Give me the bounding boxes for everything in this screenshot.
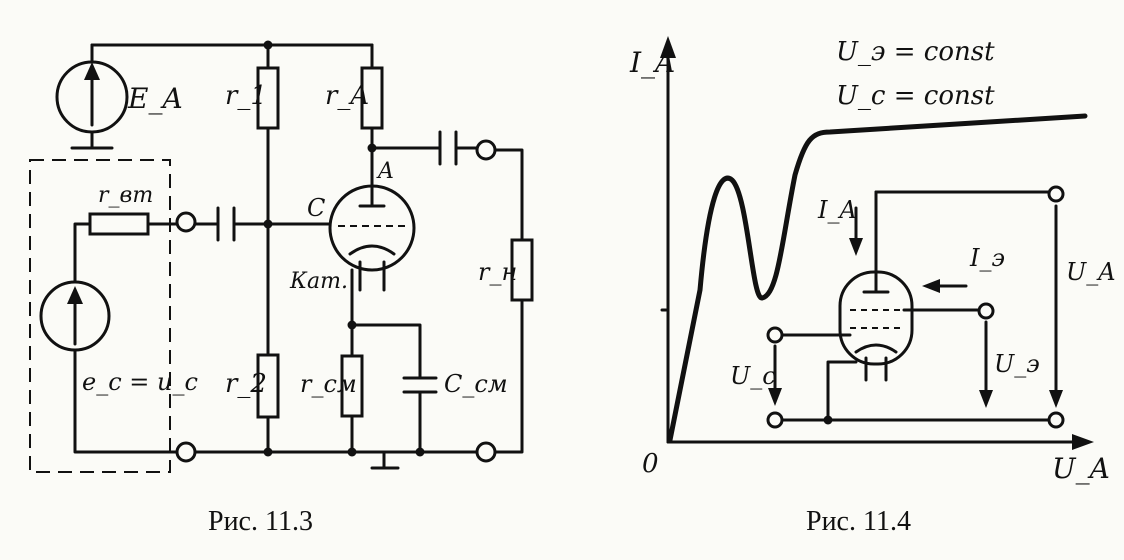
ground-node-1	[263, 447, 273, 457]
ue-arrow-head	[979, 390, 993, 408]
input-terminal-top	[175, 211, 197, 233]
grid-label: C	[307, 194, 325, 222]
inset-grid-terminal	[766, 326, 784, 344]
signal-arrow-head	[67, 286, 83, 304]
anode-source-arrow-head	[84, 62, 100, 80]
inset-anode-terminal	[1047, 185, 1065, 203]
output-capacitor	[438, 130, 458, 166]
inset-common-terminal-right	[1047, 411, 1065, 429]
triode-tube	[328, 176, 416, 322]
ea-leads	[70, 43, 114, 150]
rn-label: r_н	[478, 258, 517, 286]
ue-label: U_э	[994, 350, 1040, 378]
csm-capacitor	[402, 376, 438, 394]
ua-arrow-head	[1049, 390, 1063, 408]
input-capacitor	[216, 206, 236, 242]
uc-arrow-head	[768, 388, 782, 406]
x-axis-arrow	[1072, 434, 1094, 450]
r2-resistor	[256, 353, 280, 419]
emf-label: e_c = u_c	[82, 368, 198, 396]
characteristic-figure: I_A U_A 0 U_э = const U_c = const I_A	[629, 36, 1116, 537]
signal-source-box	[29, 159, 171, 473]
fig3-caption: Рис. 11.3	[208, 506, 313, 537]
load-resistor	[510, 238, 534, 302]
inset-cathode-wire	[826, 360, 858, 422]
ground-node-2	[347, 447, 357, 457]
ground-symbol	[370, 450, 400, 470]
anode-label: A	[376, 159, 394, 184]
output-terminal-top	[475, 139, 497, 161]
rvt-label: r_вт	[98, 183, 153, 208]
csm-label: C_см	[444, 370, 508, 398]
ground-node-3	[415, 447, 425, 457]
r1-resistor	[256, 66, 280, 130]
load-wire	[493, 148, 524, 454]
ie-arrow-head	[922, 279, 940, 293]
inset-common-terminal-left	[766, 411, 784, 429]
x-axis-label: U_A	[1052, 452, 1110, 485]
cathode-node	[347, 320, 357, 330]
characteristic-curve	[667, 113, 1088, 443]
inset-screen-terminal	[977, 302, 995, 320]
ua-label: U_A	[1066, 258, 1116, 286]
ra-resistor	[360, 66, 384, 130]
origin-label: 0	[642, 449, 659, 479]
rvt-resistor	[88, 212, 150, 236]
ie-label: I_э	[969, 244, 1005, 272]
fig4-caption: Рис. 11.4	[806, 506, 911, 537]
ia-label: I_A	[817, 196, 857, 224]
ra-label: r_A	[325, 81, 369, 111]
y-axis-label: I_A	[629, 46, 675, 79]
cathode-network-wire	[350, 318, 422, 454]
source-wire-bottom	[73, 348, 178, 454]
ea-label: E_A	[127, 82, 183, 115]
output-terminal-bottom	[475, 441, 497, 463]
rsm-resistor	[340, 354, 364, 418]
ia-arrow-head	[849, 238, 863, 256]
r1-label: r_1	[225, 81, 267, 111]
uc-label: U_c	[730, 362, 776, 390]
rsm-label: r_см	[300, 370, 357, 398]
input-terminal-bottom	[175, 441, 197, 463]
junction-node	[263, 40, 273, 50]
condition-ue: U_э = const	[836, 37, 995, 67]
r2-label: r_2	[225, 369, 267, 399]
condition-uc: U_c = const	[836, 81, 995, 111]
y-axis-arrow	[660, 36, 676, 58]
inset-tetrode	[838, 190, 914, 382]
inset-common-node	[823, 415, 833, 425]
cathode-label: Кат.	[289, 269, 348, 294]
source-wire-top	[73, 222, 178, 284]
circuit-figure: E_A r_1 r_2 r_A A r_н C	[29, 40, 534, 537]
